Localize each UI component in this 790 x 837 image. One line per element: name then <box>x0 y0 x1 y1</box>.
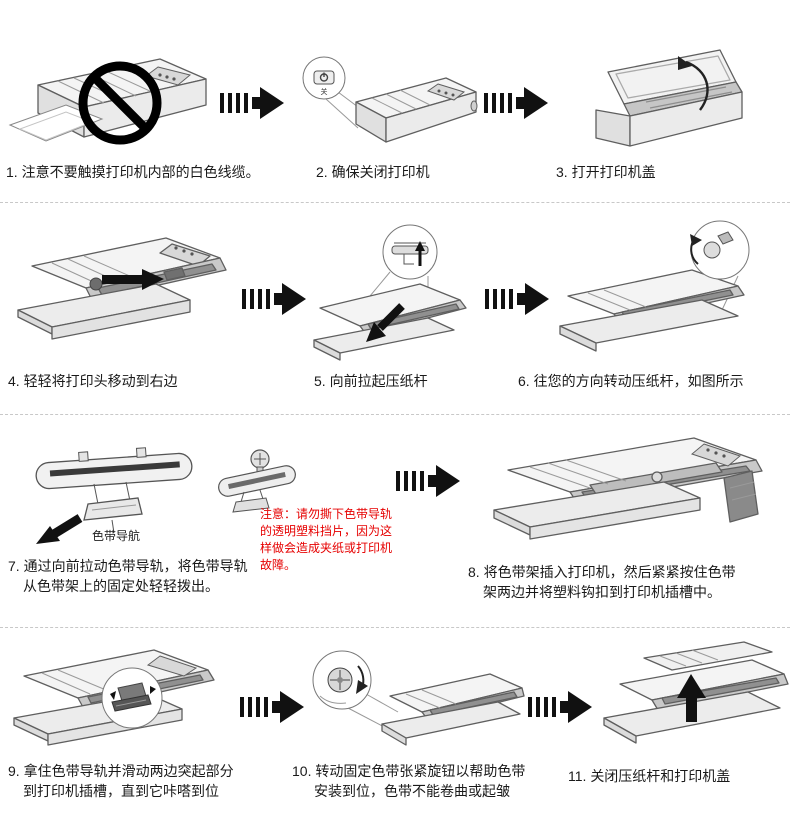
power-button-callout: 关 <box>302 56 346 100</box>
ribbon-guide-label: 色带导航 <box>92 529 141 543</box>
step-1-caption: 1. 注意不要触摸打印机内部的白色线缆。 <box>6 164 260 180</box>
row-separator <box>0 414 790 415</box>
rotate-lever-callout <box>690 220 750 280</box>
step-5-caption: 5. 向前拉起压纸杆 <box>314 373 428 389</box>
move-right-arrow-icon <box>102 269 164 290</box>
lift-arrow-icon <box>415 241 425 251</box>
power-button-icon <box>313 70 335 85</box>
rotate-arrow-icon <box>356 680 368 694</box>
print-head <box>163 267 186 281</box>
step-7-caption: 7. 通过向前拉动色带导轨，将色带导轨 从色带架上的固定处轻轻拨出。 <box>8 558 248 594</box>
pull-forward-arrow-icon <box>366 303 405 342</box>
hand-icon <box>319 695 347 704</box>
ribbon-guide-piece <box>723 470 759 523</box>
step-11-illustration <box>584 640 789 758</box>
next-step-arrow-icon <box>528 688 592 726</box>
step-3-illustration <box>550 46 755 166</box>
step-6-caption: 6. 往您的方向转动压纸杆，如图所示 <box>518 373 744 389</box>
step-9-illustration <box>4 642 236 760</box>
step-10-caption: 10. 转动固定色带张紧旋钮以帮助色带 安装到位，色带不能卷曲或起皱 <box>292 763 526 799</box>
step-6-illustration <box>552 218 787 370</box>
next-step-arrow-icon <box>396 462 460 500</box>
step-11-caption: 11. 关闭压纸杆和打印机盖 <box>568 768 731 784</box>
guide-detail-callout <box>101 667 163 729</box>
step-8-caption: 8. 将色带架插入打印机，然后紧紧按住色带 架两边并将塑料钩扣到打印机插槽中。 <box>468 564 736 600</box>
pull-out-arrow-icon <box>36 514 83 544</box>
step-4-illustration <box>4 226 236 364</box>
next-step-arrow-icon <box>485 280 549 318</box>
ribbon-warning: 注意：请勿撕下色带导轨的透明塑料挡片，因为这样做会造成夹纸或打印机故障。 <box>260 507 393 572</box>
rotate-arrow-icon <box>690 234 702 246</box>
power-label: 关 <box>321 87 328 96</box>
step-2-caption: 2. 确保关闭打印机 <box>316 164 430 180</box>
next-step-arrow-icon <box>240 688 304 726</box>
paper-bail-callout <box>382 224 438 280</box>
step-10-illustration <box>306 646 526 758</box>
step-1-illustration <box>8 45 213 163</box>
step-3-caption: 3. 打开打印机盖 <box>556 164 656 180</box>
step-7-ribbon-cartridge-illustration <box>22 438 207 556</box>
close-up-arrow-icon <box>677 674 706 722</box>
next-step-arrow-icon <box>484 84 548 122</box>
step-7-small-cartridge-illustration <box>208 442 308 530</box>
paper-sheet <box>8 104 104 142</box>
step-4-caption: 4. 轻轻将打印头移动到右边 <box>8 373 178 389</box>
no-touch-icon <box>78 61 162 145</box>
step-9-caption: 9. 拿住色带导轨并滑动两边突起部分 到打印机插槽，直到它咔嗒到位 <box>8 763 234 799</box>
ribbon-band <box>49 461 180 477</box>
step-8-illustration <box>472 430 777 558</box>
next-step-arrow-icon <box>220 84 284 122</box>
open-direction-arrow-icon <box>678 56 709 111</box>
label-leader-line <box>111 519 115 534</box>
row-separator <box>0 627 790 628</box>
step-2-illustration: 关 <box>298 52 478 164</box>
row-separator <box>0 202 790 203</box>
ribbon-guide <box>83 497 143 521</box>
control-panel <box>690 443 742 467</box>
gear-icon <box>89 277 103 291</box>
next-step-arrow-icon <box>242 280 306 318</box>
step-5-illustration <box>308 222 483 372</box>
knob-callout <box>312 650 372 710</box>
platen-knob <box>470 100 478 112</box>
